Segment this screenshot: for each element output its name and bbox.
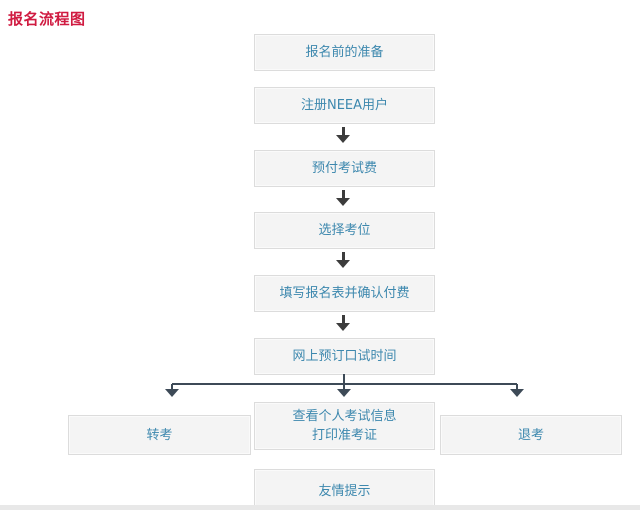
branch-withdraw-exam[interactable]: 退考: [440, 415, 622, 455]
flow-step-select-seat[interactable]: 选择考位: [254, 212, 435, 249]
flow-step-prepay-fee[interactable]: 预付考试费: [254, 150, 435, 187]
branch-connector-lines: [165, 374, 524, 397]
flow-step-label: 填写报名表并确认付费: [279, 286, 410, 301]
flow-step-label: 报名前的准备: [305, 45, 384, 60]
down-arrow-icon: [336, 252, 352, 268]
branch-label: 转考: [146, 427, 173, 443]
flow-step-book-oral-time[interactable]: 网上预订口试时间: [254, 338, 435, 375]
flow-step-register-neea[interactable]: 注册NEEA用户: [254, 87, 435, 124]
branch-label-line2: 打印准考证: [311, 428, 377, 443]
branch-label: 退考: [517, 427, 544, 443]
page-title: 报名流程图: [8, 10, 86, 28]
flow-step-label: 选择考位: [318, 223, 371, 238]
flow-step-label: 预付考试费: [311, 161, 377, 176]
flow-step-fill-form-confirm-pay[interactable]: 填写报名表并确认付费: [254, 275, 435, 312]
flow-step-label: 网上预订口试时间: [292, 349, 397, 364]
down-arrow-icon: [336, 127, 352, 143]
footer-friendly-tips[interactable]: 友情提示: [254, 469, 435, 510]
page-bottom-strip: [0, 505, 640, 510]
down-arrow-icon: [336, 315, 352, 331]
down-arrow-icon: [336, 190, 352, 206]
footer-label: 友情提示: [318, 483, 371, 499]
flow-step-label: 注册NEEA用户: [300, 98, 389, 113]
branch-transfer-exam[interactable]: 转考: [68, 415, 251, 455]
flow-step-preparation[interactable]: 报名前的准备: [254, 34, 435, 71]
branch-label: 查看个人考试信息 打印准考证: [292, 407, 396, 445]
branch-label-line1: 查看个人考试信息: [292, 409, 397, 424]
branch-view-info-print-ticket[interactable]: 查看个人考试信息 打印准考证: [254, 402, 435, 450]
